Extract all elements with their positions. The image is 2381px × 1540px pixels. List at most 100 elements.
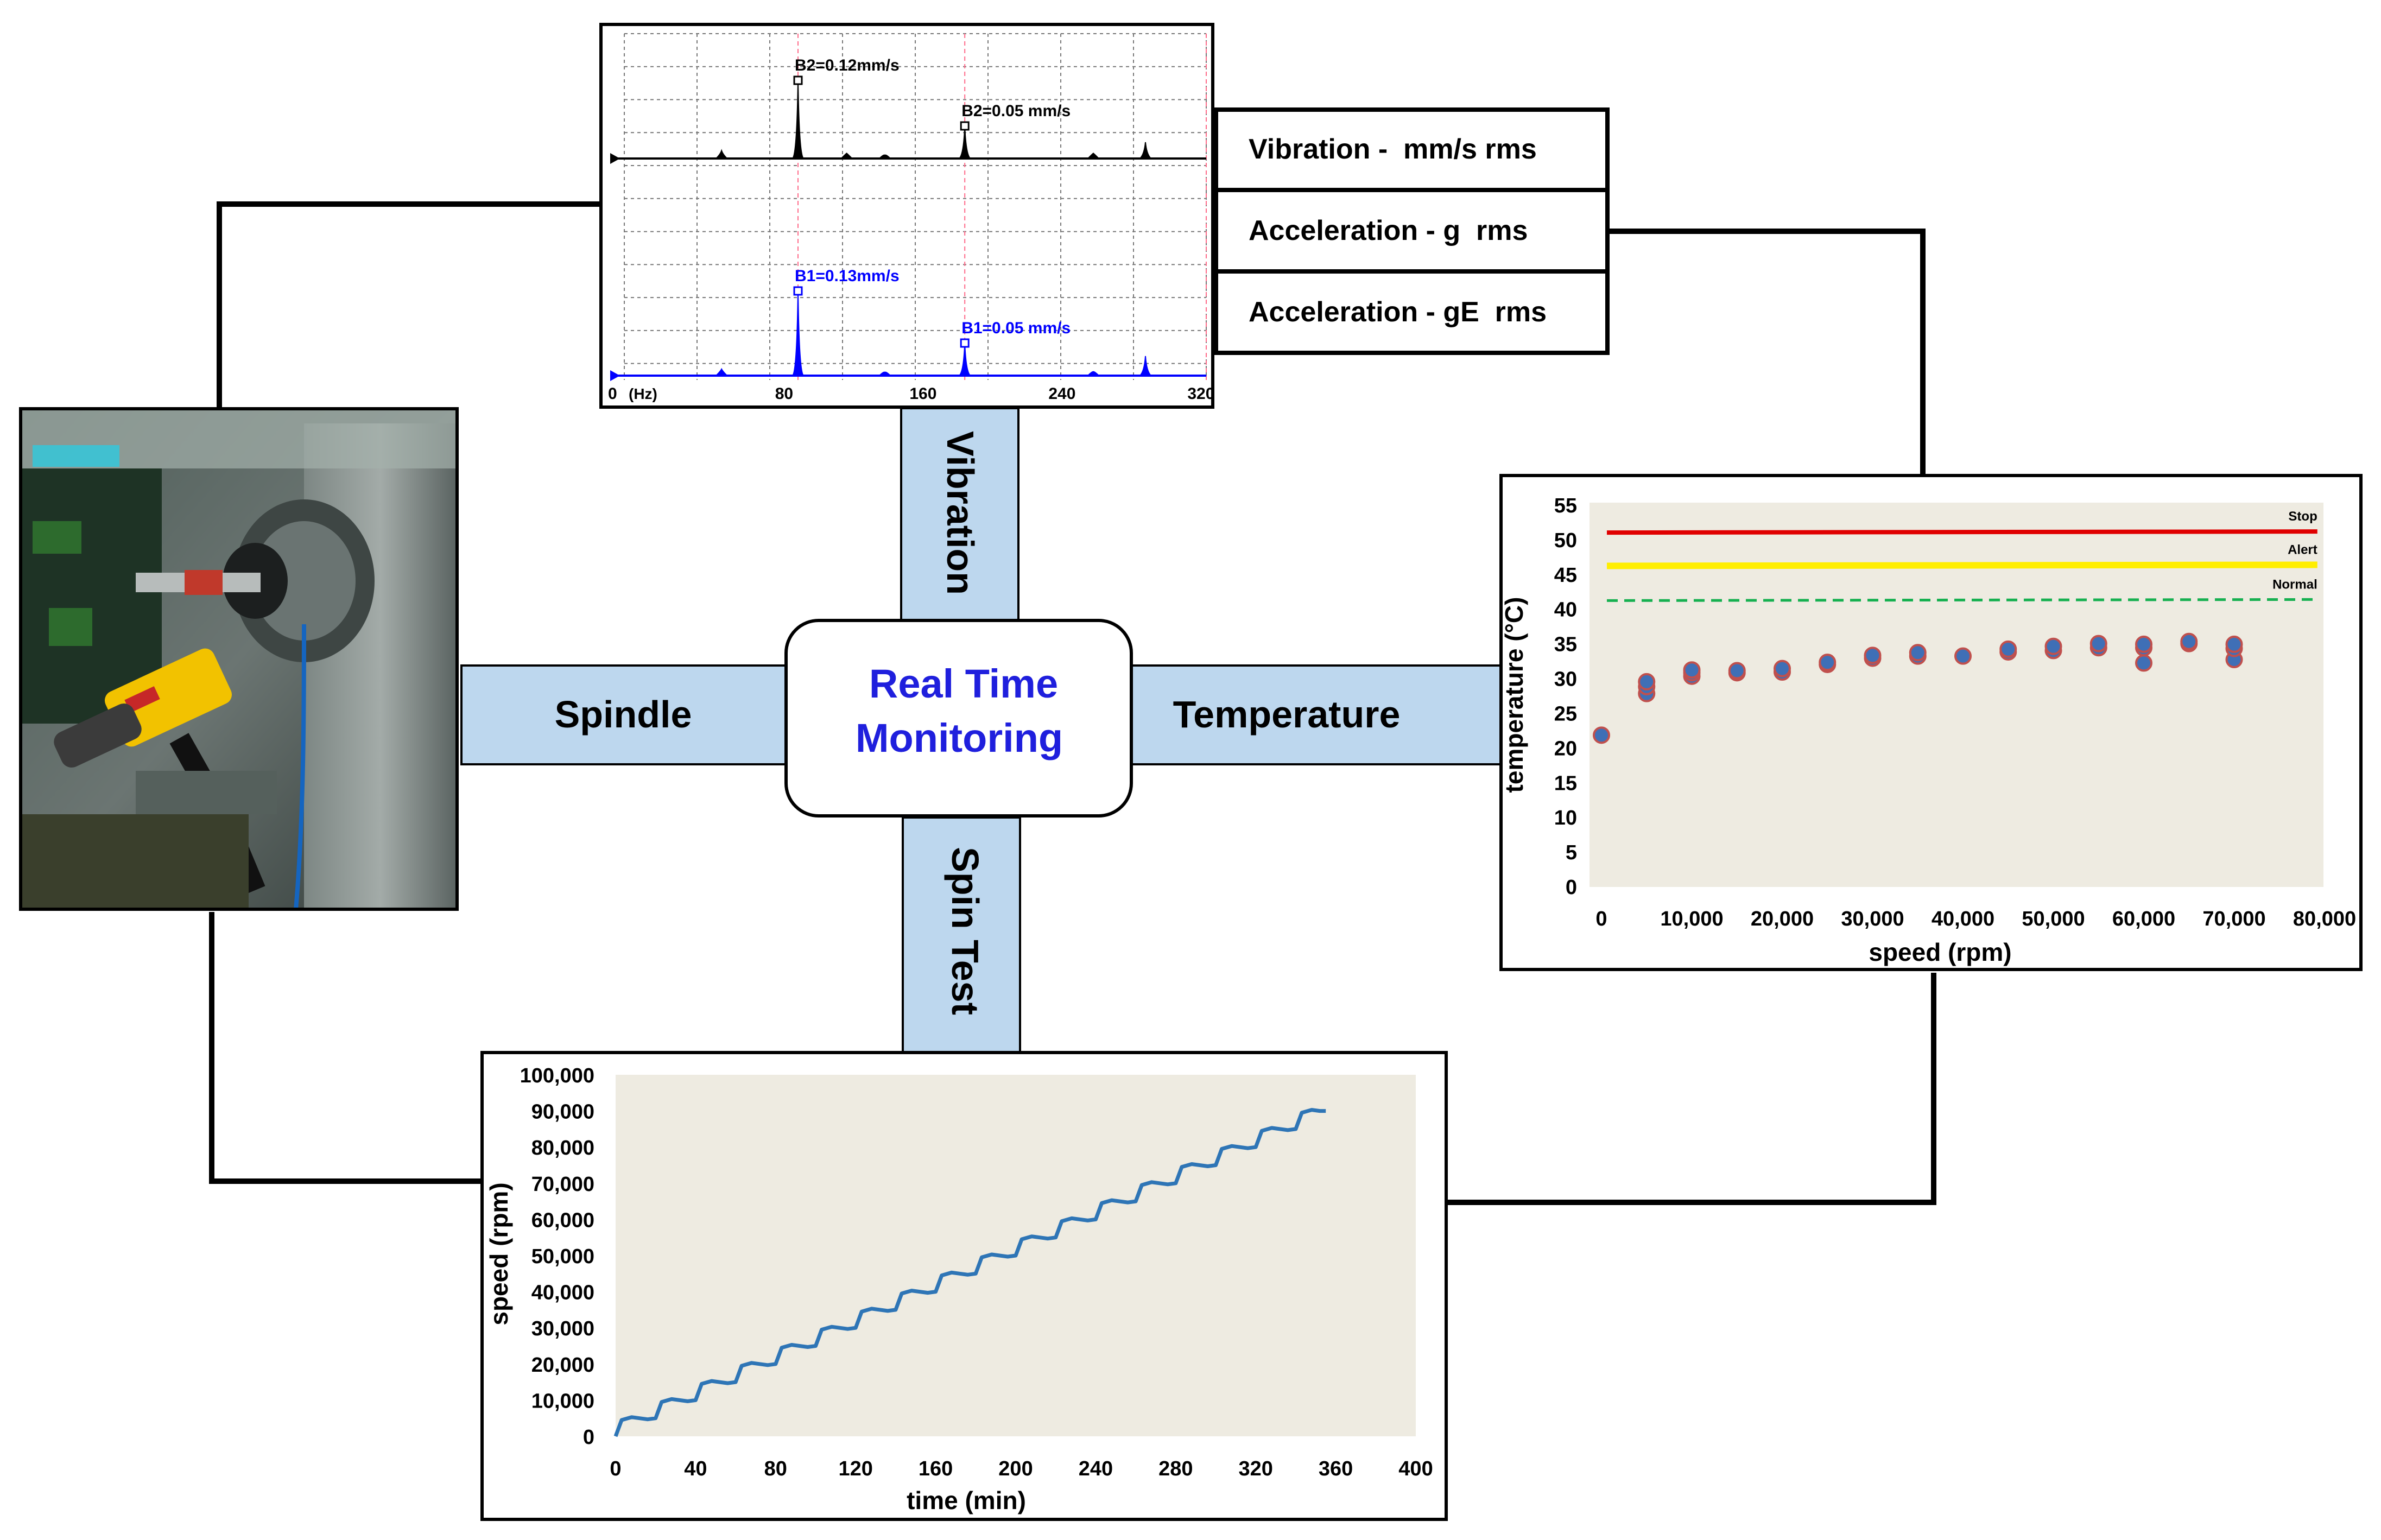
- spintest-y-tick-label: 100,000: [520, 1064, 594, 1087]
- temperature-point: [2180, 632, 2198, 650]
- temperature-x-tick-label: 80,000: [2293, 908, 2356, 930]
- spintest-x-tick-label: 240: [1079, 1457, 1113, 1480]
- vibration-label-box-3: [1214, 269, 1610, 355]
- spectrum-peak: [840, 153, 854, 159]
- spectrum-annotation: B1=0.05 mm/s: [961, 319, 1071, 337]
- vibration-label-box-1: [1214, 107, 1610, 192]
- vibration-label-3: Acceleration - gE rms: [1249, 296, 1547, 328]
- spectrum-baseline-marker: [610, 153, 620, 164]
- spectrum-peak: [1138, 356, 1152, 376]
- spindle-photo: [19, 407, 459, 911]
- spectrum-peak: [714, 149, 729, 159]
- spintest-y-tick-label: 70,000: [531, 1173, 594, 1196]
- temperature-y-tick-label: 25: [1554, 702, 1577, 725]
- spintest-y-tick-label: 30,000: [531, 1317, 594, 1340]
- spectrum-peak-marker: [960, 338, 970, 348]
- temperature-point: [2225, 635, 2243, 653]
- spectrum-x-tick-label: 80: [775, 385, 793, 403]
- spintest-y-tick-label: 0: [583, 1426, 594, 1449]
- connector-temperature-to-spintest: [1446, 973, 1936, 1205]
- temperature-point: [1999, 640, 2017, 658]
- spintest-speed-line: [613, 1108, 1326, 1437]
- branch-top: Vibration: [900, 407, 1019, 621]
- spintest-x-tick-label: 320: [1238, 1457, 1272, 1480]
- temperature-point: [1593, 726, 1610, 744]
- spectrum-x-tick-label: 0: [608, 385, 617, 403]
- spectrum-peak: [878, 371, 892, 376]
- spintest-chart-panel: 0 10,000 20,000 30,000 40,000 50,000 60,000 70,…: [480, 1051, 1448, 1521]
- temperature-x-tick-label: 10,000: [1660, 908, 1723, 930]
- spectrum-x-tick-label: 240: [1048, 385, 1075, 403]
- spintest-y-tick-label: 10,000: [531, 1390, 594, 1412]
- spintest-y-tick-label: 20,000: [531, 1354, 594, 1377]
- spintest-y-tick-label: 60,000: [531, 1209, 594, 1232]
- temperature-point: [1638, 673, 1656, 690]
- temperature-threshold-label: Normal: [2272, 577, 2317, 592]
- spectrum-grid: [624, 33, 1207, 380]
- center-title-line1: Real Time: [869, 661, 1058, 706]
- spectrum-peak: [714, 367, 729, 376]
- temperature-y-tick-label: 50: [1554, 529, 1577, 552]
- temperature-point: [2089, 635, 2107, 652]
- temperature-y-tick-label: 15: [1554, 772, 1577, 795]
- temperature-point: [1728, 662, 1746, 680]
- spintest-y-tick-label: 50,000: [531, 1245, 594, 1268]
- temperature-y-tick-label: 20: [1554, 737, 1577, 760]
- spintest-x-tick-label: 160: [919, 1457, 953, 1480]
- temperature-x-tick-label: 70,000: [2202, 908, 2265, 930]
- branch-bottom: Spin Test: [902, 816, 1021, 1054]
- temperature-y-tick-label: 0: [1566, 876, 1577, 899]
- spectrum-peak-marker: [793, 75, 803, 85]
- vibration-label-1: Vibration - mm/s rms: [1249, 134, 1537, 165]
- spintest-y-axis-title: speed (rpm): [485, 1182, 513, 1325]
- spintest-x-tick-label: 400: [1398, 1457, 1433, 1480]
- temperature-x-tick-label: 0: [1595, 908, 1607, 930]
- spintest-series: [613, 1108, 1326, 1437]
- temperature-y-tick-label: 35: [1554, 633, 1577, 656]
- spintest-x-tick-label: 120: [838, 1457, 872, 1480]
- temperature-y-tick-label: 10: [1554, 807, 1577, 829]
- spintest-y-tick-label: 90,000: [531, 1101, 594, 1124]
- temperature-threshold-line: [1606, 529, 2317, 535]
- center-node: Real Time Monitoring: [784, 619, 1133, 817]
- temperature-point: [1909, 644, 1927, 662]
- temperature-x-tick-label: 40,000: [1932, 908, 1994, 930]
- spectrum-x-tick-label: 320: [1187, 385, 1214, 403]
- spectrum-annotation: B1=0.13mm/s: [795, 267, 900, 285]
- branch-left: Spindle: [460, 664, 787, 765]
- temperature-point: [1864, 647, 1882, 664]
- temperature-point: [1954, 647, 1972, 665]
- spectrum-x-axis-unit: (Hz): [629, 385, 657, 402]
- center-title-line2: Monitoring: [856, 715, 1063, 761]
- temperature-point: [1819, 654, 1837, 671]
- spectrum-peak: [878, 154, 892, 159]
- spintest-y-tick-label: 80,000: [531, 1137, 594, 1159]
- spectrum-peak: [1086, 371, 1100, 376]
- connector-photo-to-spectrum: [217, 201, 601, 410]
- temperature-threshold-line: [1606, 598, 2317, 602]
- temperature-threshold-line: [1606, 561, 2317, 569]
- connector-labels-to-temperature: [1607, 229, 1926, 476]
- connector-lines: [209, 201, 1936, 1205]
- spintest-y-tick-label: 40,000: [531, 1282, 594, 1304]
- spectrum-annotation: B2=0.12mm/s: [795, 56, 900, 74]
- temperature-point: [2044, 637, 2062, 655]
- temperature-threshold-label: Alert: [2288, 542, 2317, 557]
- spectrum-series: B2=0.12mm/sB2=0.05 mm/sB1=0.13mm/sB1=0.0…: [610, 56, 1206, 381]
- temperature-x-tick-label: 50,000: [2022, 908, 2085, 930]
- temperature-y-tick-label: 55: [1554, 495, 1577, 517]
- spintest-x-tick-label: 40: [684, 1457, 707, 1480]
- spintest-x-axis-title: time (min): [907, 1486, 1026, 1514]
- temperature-y-tick-label: 45: [1554, 564, 1577, 587]
- spectrum-peak: [1138, 142, 1152, 159]
- branch-bottom-label: Spin Test: [944, 847, 986, 1015]
- temperature-x-tick-label: 30,000: [1841, 908, 1904, 930]
- temperature-y-tick-label: 30: [1554, 668, 1577, 691]
- temperature-point: [2135, 635, 2152, 653]
- spectrum-baseline-marker: [610, 370, 620, 381]
- temperature-x-axis-title: speed (rpm): [1869, 938, 2011, 966]
- spintest-x-tick-label: 200: [998, 1457, 1033, 1480]
